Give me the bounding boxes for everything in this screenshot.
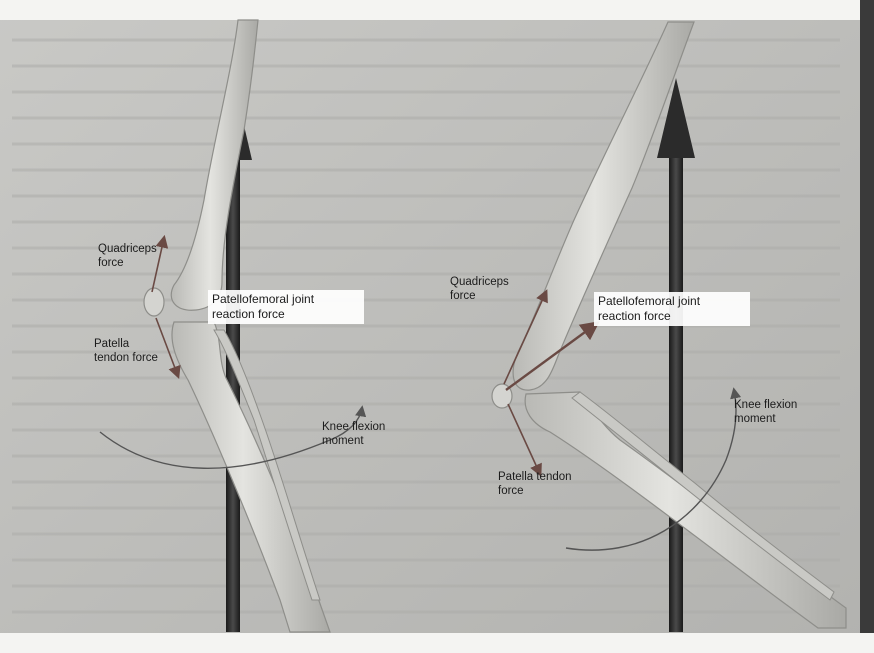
left-knee-flexion-moment-label: Knee flexion moment bbox=[322, 420, 400, 448]
right-quadriceps-force-label: Quadriceps force bbox=[450, 275, 520, 303]
right-knee-flexion-moment-label: Knee flexion moment bbox=[734, 398, 812, 426]
left-patella-tendon-force-label: Patella tendon force bbox=[94, 337, 158, 365]
left-patella bbox=[144, 288, 164, 316]
left-quadriceps-force-label: Quadriceps force bbox=[98, 242, 168, 270]
right-patella-tendon-force-label: Patella tendon force bbox=[498, 470, 580, 498]
right-patellofemoral-force-label: Patellofemoral joint reaction force bbox=[594, 292, 750, 326]
left-patellofemoral-force-label: Patellofemoral joint reaction force bbox=[208, 290, 364, 324]
right-ground-reaction-arrow-shaft bbox=[669, 150, 683, 632]
